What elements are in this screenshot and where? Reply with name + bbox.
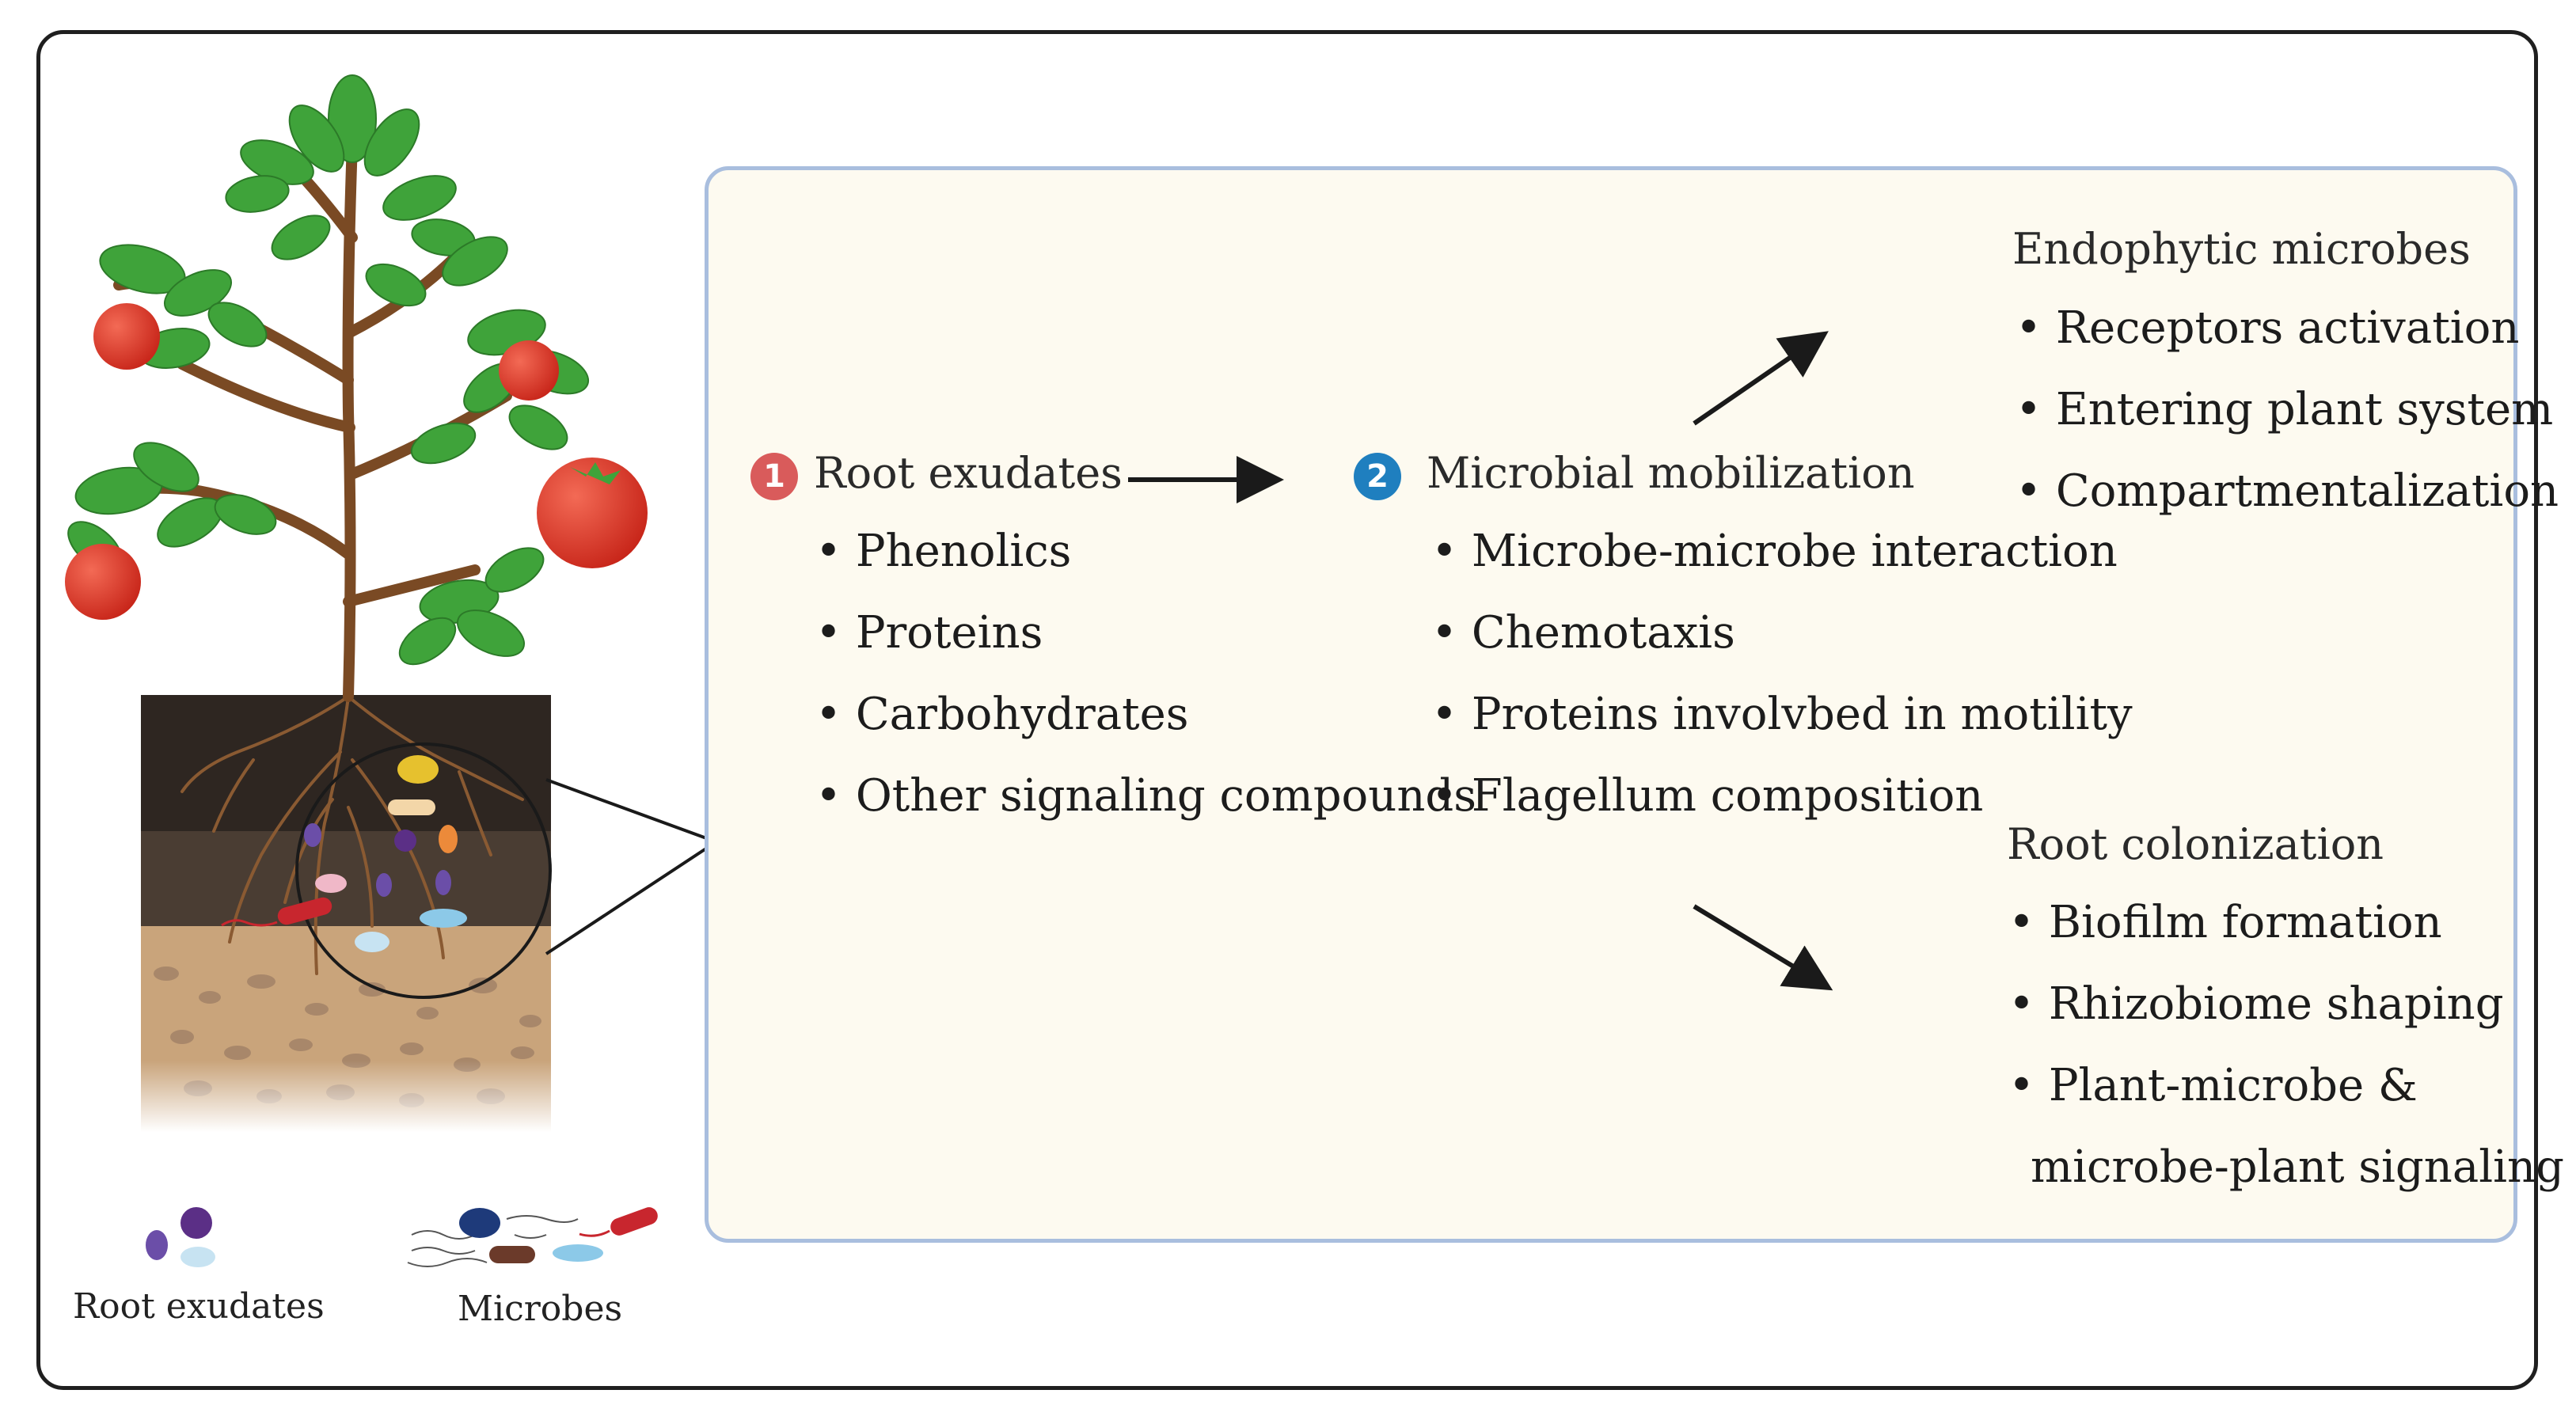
info-panel: [705, 166, 2517, 1243]
step2-item-4: • Flagellum composition: [1431, 770, 1984, 822]
step1-item-1: • Phenolics: [815, 526, 1072, 577]
step1-badge: 1: [750, 453, 798, 500]
colonization-item-3: • Plant-microbe &: [2008, 1060, 2418, 1111]
endophytic-item-1: • Receptors activation: [2016, 302, 2520, 354]
tomatoes: [65, 303, 648, 620]
colonization-item-4: microbe-plant signaling: [2031, 1141, 2564, 1193]
step2-item-1: • Microbe-microbe interaction: [1431, 526, 2118, 577]
arrow-to-colonization: [1693, 904, 1833, 991]
arrow-to-endophytic: [1693, 331, 1829, 426]
endophytic-title: Endophytic microbes: [2012, 224, 2471, 274]
legend-microbes-label: Microbes: [458, 1289, 623, 1329]
soil-microbes: [221, 755, 467, 952]
roots: [180, 695, 524, 975]
figure-frame: [36, 30, 2538, 1390]
endophytic-item-2: • Entering plant system: [2016, 384, 2554, 435]
colonization-title: Root colonization: [2007, 819, 2384, 869]
step2-item-2: • Chemotaxis: [1431, 607, 1735, 659]
soil-block: [141, 695, 551, 1132]
step1-title: Root exudates: [814, 448, 1123, 498]
colonization-item-2: • Rhizobiome shaping: [2008, 978, 2504, 1030]
colonization-item-1: • Biofilm formation: [2008, 897, 2442, 948]
step2-badge: 2: [1354, 453, 1401, 500]
legend-exudates-icon: [146, 1207, 215, 1267]
step1-item-4: • Other signaling compounds: [815, 770, 1476, 822]
step1-item-2: • Proteins: [815, 607, 1043, 659]
zoom-callout: [295, 742, 710, 999]
step2-title: Microbial mobilization: [1427, 448, 1915, 498]
step2-item-3: • Proteins involvbed in motility: [1431, 689, 2133, 740]
endophytic-item-3: • Compartmentalization: [2016, 465, 2559, 517]
step1-item-3: • Carbohydrates: [815, 689, 1189, 740]
legend-root-exudates-label: Root exudates: [73, 1286, 325, 1327]
legend-microbes-icon: [407, 1207, 658, 1267]
